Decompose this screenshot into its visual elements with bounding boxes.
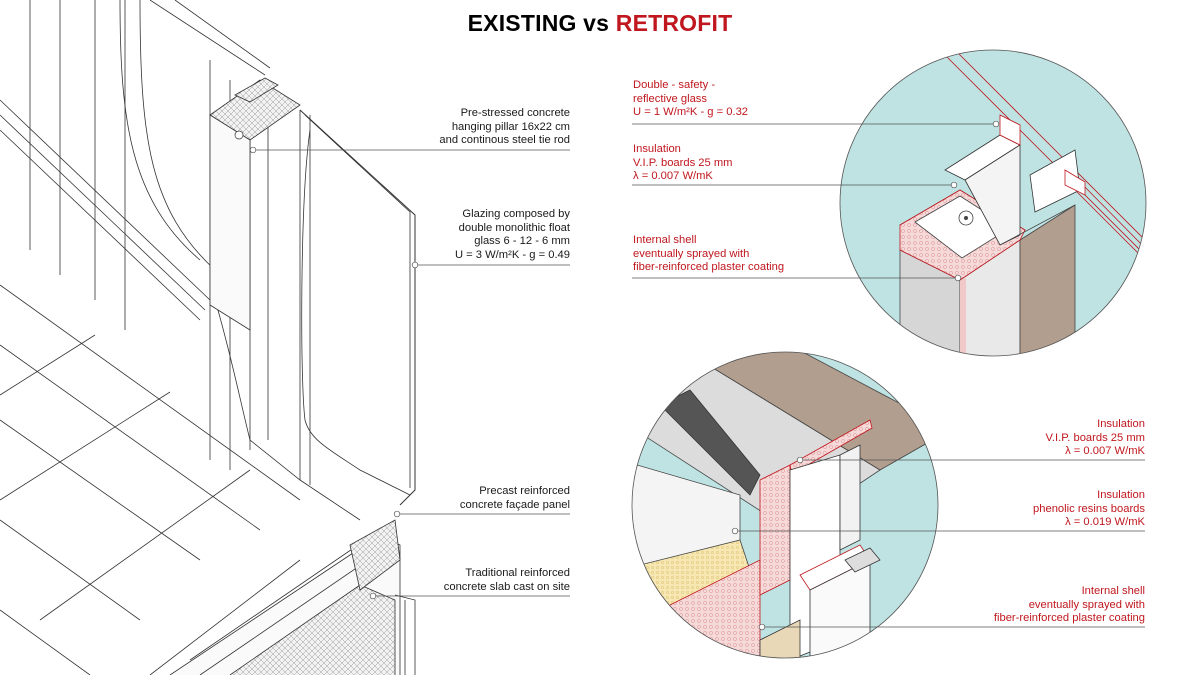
existing-isometric-drawing [0,0,416,675]
label-retrofit-vip-bottom: Insulation V.I.P. boards 25 mm λ = 0.007… [1045,418,1146,458]
retrofit-top-detail [839,49,1147,357]
label-retrofit-phenolic: Insulation phenolic resins boards λ = 0.… [1033,489,1145,529]
label-slab: Traditional reinforced concrete slab cas… [443,567,570,593]
label-precast-panel: Precast reinforced concrete façade panel [459,485,570,511]
page-title: EXISTING vs RETROFIT [0,10,1200,37]
label-retrofit-shell-top: Internal shell eventually sprayed with f… [633,234,785,274]
label-retrofit-vip-top: Insulation V.I.P. boards 25 mm λ = 0.007… [633,143,733,183]
title-existing: EXISTING vs [467,10,610,36]
label-prestressed-pillar: Pre-stressed concrete hanging pillar 16x… [439,107,570,147]
retrofit-top-leader-lines [632,120,1000,282]
label-retrofit-shell-bottom: Internal shell eventually sprayed with f… [993,585,1145,625]
title-retrofit: RETROFIT [615,10,733,36]
retrofit-bottom-detail [631,351,939,659]
label-retrofit-glass: Double - safety - reflective glass U = 1… [633,79,749,119]
existing-leader-lines [234,130,570,600]
retrofit-bottom-leader-lines [731,456,1145,631]
label-existing-glazing: Glazing composed by double monolithic fl… [454,208,570,261]
